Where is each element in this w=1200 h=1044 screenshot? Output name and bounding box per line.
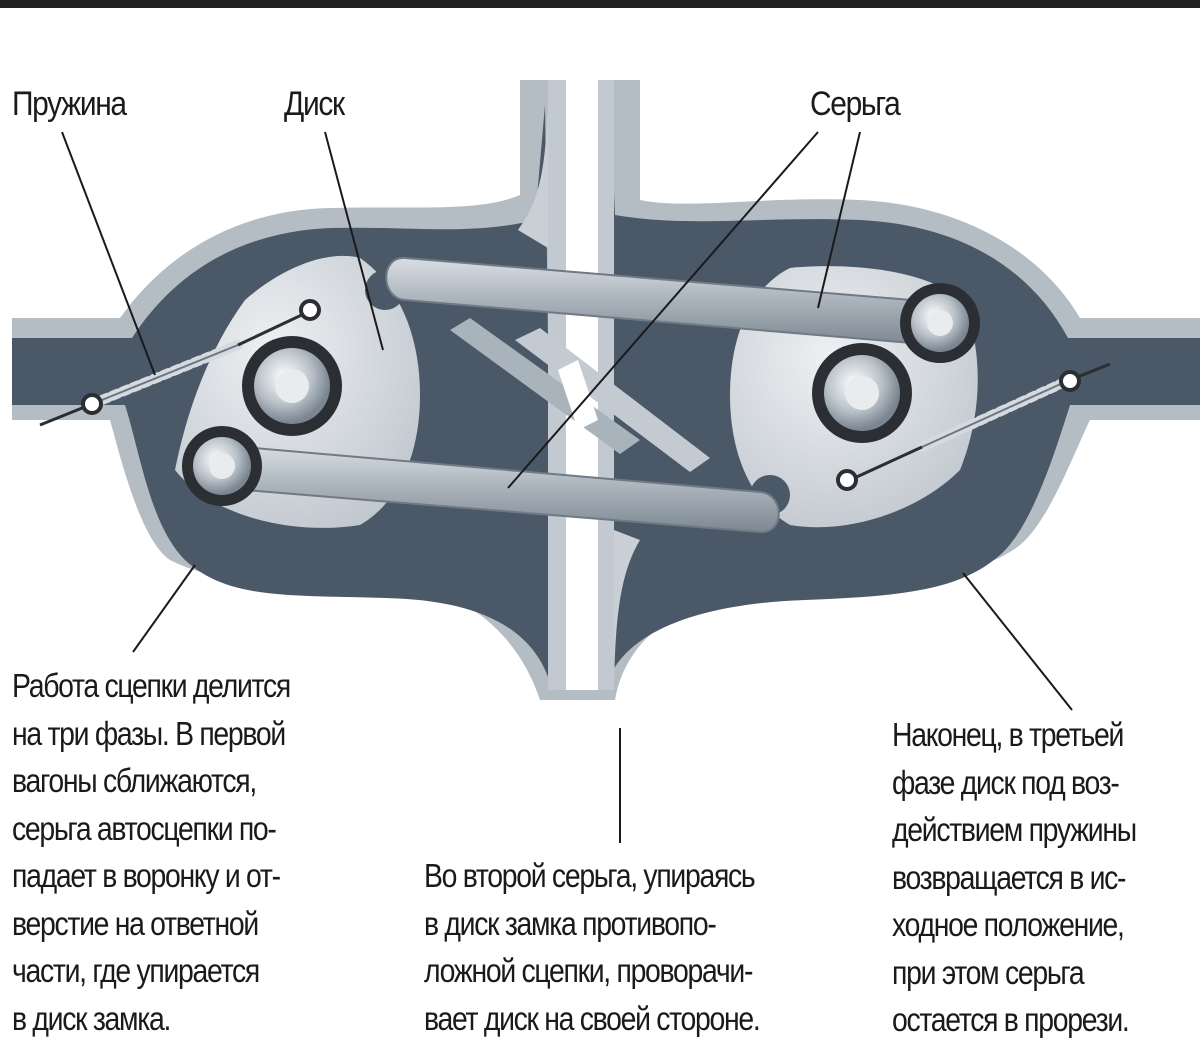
caption-phase3-line: при этом серьга xyxy=(892,953,1085,991)
pivot-right-disk-center xyxy=(845,376,879,410)
coupler-housing xyxy=(12,80,1200,700)
caption-phase1-line: в диск замка. xyxy=(12,999,171,1037)
pivot-right-disk xyxy=(812,343,912,443)
caption-phase1-line: падает в воронку и от- xyxy=(12,857,281,894)
caption-phase1-line: верстие на ответной xyxy=(12,904,259,942)
link-end-right xyxy=(900,283,980,363)
spring-right-anchor xyxy=(1059,370,1081,392)
leader-link-1 xyxy=(507,131,819,489)
caption-phase2: Во второй серьга, упираясь в диск замка … xyxy=(424,852,761,1042)
leader-phase3 xyxy=(962,572,1073,711)
caption-phase1-line: на три фазы. В первой xyxy=(12,714,286,752)
spring-left xyxy=(39,299,321,427)
funnel-top xyxy=(518,105,548,248)
spring-right xyxy=(836,362,1111,491)
funnel-bottom xyxy=(614,530,640,690)
label-spring: Пружина xyxy=(12,85,127,123)
caption-phase3-line: действием пружины xyxy=(892,811,1137,848)
caption-phase3-line: остается в прорези. xyxy=(892,1001,1130,1038)
diagonal-slot-2 xyxy=(515,328,710,472)
spring-left-hook xyxy=(299,299,321,321)
label-link: Серьга xyxy=(810,85,901,123)
caption-phase3-line: Наконец, в третьей xyxy=(892,716,1124,753)
caption-phase2-line: Во второй серьга, упираясь xyxy=(424,857,756,894)
leader-disk xyxy=(324,131,384,351)
caption-phase3: Наконец, в третьей фазе диск под воз- де… xyxy=(892,711,1137,1044)
caption-phase2-line: в диск замка противопо- xyxy=(424,904,717,942)
leader-link-2 xyxy=(817,131,861,309)
top-rule xyxy=(0,0,1200,8)
leader-phase1 xyxy=(132,564,196,653)
caption-phase3-line: фазе диск под воз- xyxy=(892,763,1120,801)
caption-phase1-line: серьга автосцепки по- xyxy=(12,809,277,847)
caption-phase1: Работа сцепки делится на три фазы. В пер… xyxy=(12,662,291,1042)
label-disk: Диск xyxy=(284,85,345,123)
caption-phase3-line: ходное положение, xyxy=(892,906,1125,943)
link-end-right-center xyxy=(927,310,953,336)
link-end-left-center xyxy=(209,453,235,479)
link-end-left xyxy=(182,426,262,506)
diagonal-slot-hole xyxy=(558,360,598,430)
spring-right-hook xyxy=(836,469,858,491)
caption-phase1-line: вагоны сближаются, xyxy=(12,762,257,799)
caption-phase3-line: возвращается в ис- xyxy=(892,858,1127,896)
caption-phase2-line: вает диск на своей стороне. xyxy=(424,999,761,1037)
pivot-left-disk-center xyxy=(275,369,309,403)
leader-lines xyxy=(61,131,1073,843)
leader-spring xyxy=(61,131,156,376)
spring-left-anchor xyxy=(81,393,103,415)
caption-phase2-line: ложной сцепки, проворачи- xyxy=(424,952,753,989)
pivot-left-disk xyxy=(242,336,342,436)
caption-phase1-line: Работа сцепки делится xyxy=(12,667,291,704)
caption-phase1-line: части, где упирается xyxy=(12,952,260,989)
